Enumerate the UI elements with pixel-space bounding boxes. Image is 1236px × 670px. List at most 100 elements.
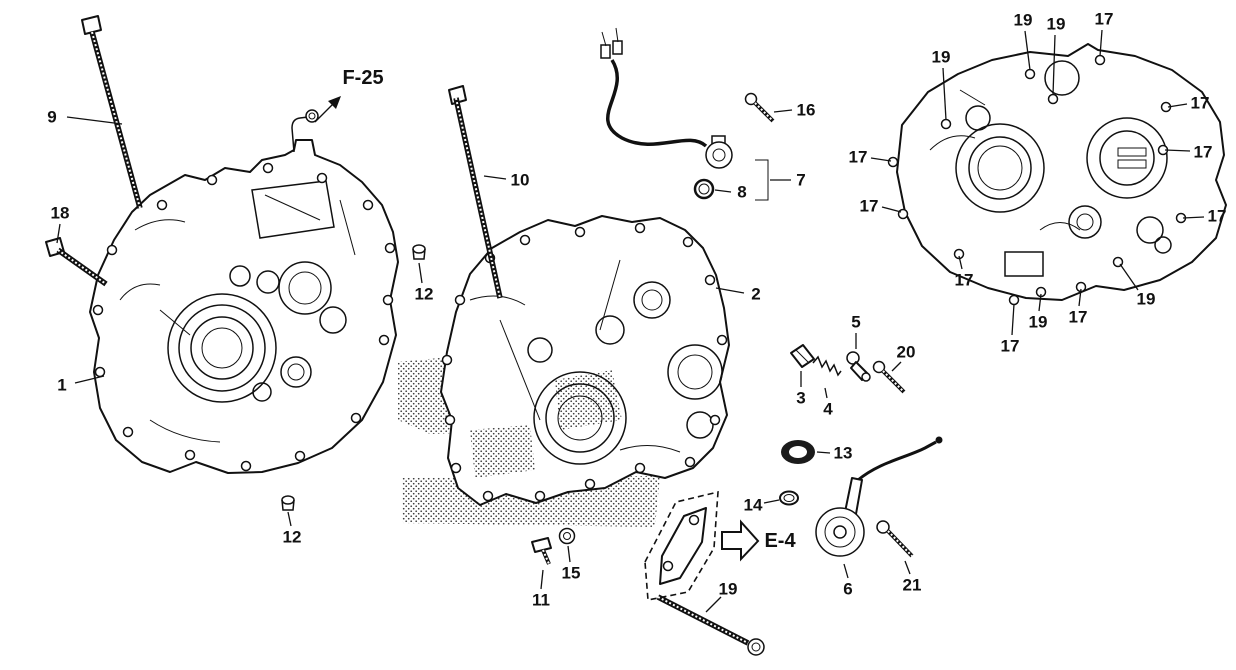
part-callout-17: 17 bbox=[849, 148, 868, 167]
shading-patch bbox=[470, 425, 535, 478]
casting-rib bbox=[1039, 222, 1081, 231]
leader-line-part-19 bbox=[1119, 263, 1139, 291]
part-callout-19: 19 bbox=[1047, 15, 1066, 34]
leader-line-part-4 bbox=[824, 387, 828, 399]
bolt-threads bbox=[455, 97, 501, 299]
reference-e4[interactable]: E-4 bbox=[721, 519, 796, 562]
bolt-threads bbox=[57, 249, 107, 285]
leader-line-part-16 bbox=[773, 109, 793, 113]
bolt-hole bbox=[378, 334, 390, 346]
boss bbox=[1076, 213, 1094, 231]
cover-pad bbox=[1004, 251, 1044, 277]
leader-line-part-8 bbox=[714, 189, 732, 193]
bolt-hole bbox=[294, 450, 306, 462]
leader-line-part-11 bbox=[540, 569, 544, 590]
bolt-head bbox=[81, 15, 102, 35]
bolt-threads bbox=[657, 596, 749, 644]
reference-block-arrow bbox=[721, 519, 760, 562]
leader-line-part-18 bbox=[56, 223, 61, 244]
part-callout-2: 2 bbox=[751, 285, 760, 304]
retainer-clip bbox=[1117, 147, 1147, 157]
leader-line-part-6 bbox=[843, 563, 849, 579]
boss bbox=[252, 382, 272, 402]
cable bbox=[857, 440, 937, 482]
bolt-hole bbox=[384, 242, 396, 254]
leader-line-part-17 bbox=[1182, 216, 1205, 219]
main-bearing-bore bbox=[557, 395, 603, 441]
boss bbox=[256, 270, 280, 294]
casting-rib bbox=[159, 309, 191, 336]
part-callout-13: 13 bbox=[834, 444, 853, 463]
cover-bore bbox=[1086, 117, 1168, 199]
bolt-hole bbox=[350, 412, 362, 424]
casting-rib bbox=[959, 89, 986, 106]
washer-14 bbox=[779, 490, 799, 506]
stud-bolt-19 bbox=[656, 594, 765, 656]
boss bbox=[527, 337, 553, 363]
washer-inner bbox=[783, 494, 795, 502]
bolt-threads bbox=[542, 549, 550, 565]
main-bearing-bore bbox=[167, 293, 277, 403]
bolt-head bbox=[876, 520, 890, 534]
leader-line-part-14 bbox=[763, 499, 780, 504]
part-callout-14: 14 bbox=[744, 496, 763, 515]
leader-line-part-17 bbox=[881, 206, 902, 213]
part-callout-17: 17 bbox=[955, 271, 974, 290]
bolt-hole bbox=[444, 414, 456, 426]
crankcase-cover-drawing bbox=[887, 43, 1227, 306]
part-callout-19: 19 bbox=[1014, 11, 1033, 30]
boss bbox=[641, 289, 663, 311]
bolt-hole bbox=[940, 118, 952, 130]
bolt-head bbox=[531, 537, 552, 553]
part-callout-17: 17 bbox=[1191, 94, 1210, 113]
leader-line-part-19 bbox=[1052, 34, 1056, 96]
bolt-hole bbox=[1047, 93, 1059, 105]
leader-line-part-13 bbox=[816, 451, 831, 454]
bolt-hole bbox=[1094, 54, 1106, 66]
bolt-hole bbox=[92, 304, 104, 316]
cover-bore bbox=[1099, 130, 1155, 186]
breather-pipe bbox=[291, 116, 309, 153]
bolt-threads bbox=[91, 31, 141, 209]
breather-pipe-end bbox=[305, 109, 319, 123]
casting-rib bbox=[619, 445, 681, 453]
bracket-hole bbox=[688, 514, 700, 526]
bolt-20 bbox=[872, 360, 906, 394]
boss bbox=[278, 261, 332, 315]
reference-f25[interactable]: F-25 bbox=[314, 67, 384, 123]
bolt-hole bbox=[184, 449, 196, 461]
part-callout-17: 17 bbox=[1194, 143, 1213, 162]
main-bearing-bore bbox=[190, 316, 254, 380]
washer-15 bbox=[558, 527, 576, 545]
bolt-hole bbox=[534, 490, 546, 502]
boss bbox=[229, 265, 251, 287]
part-callout-19: 19 bbox=[932, 48, 951, 67]
bolt-hole bbox=[584, 478, 596, 490]
part-callout-11: 11 bbox=[532, 591, 550, 610]
bolt-18 bbox=[45, 237, 108, 287]
bolt-hole bbox=[382, 294, 394, 306]
leader-line-part-20 bbox=[891, 361, 902, 372]
bolt-hole bbox=[94, 366, 106, 378]
bolt-hole bbox=[450, 462, 462, 474]
arm-roller bbox=[861, 372, 871, 382]
retainer-clip bbox=[1117, 159, 1147, 169]
leader-line-part-1 bbox=[74, 375, 105, 384]
reference-label-e4[interactable]: E-4 bbox=[764, 530, 796, 552]
bolt-hole bbox=[316, 172, 328, 184]
part-callout-16: 16 bbox=[797, 101, 816, 120]
part-callout-8: 8 bbox=[737, 183, 746, 202]
stud-bolt-9 bbox=[81, 15, 143, 209]
part-callout-20: 20 bbox=[897, 343, 916, 362]
breather-pipe-end-inner bbox=[308, 112, 316, 120]
boss bbox=[677, 354, 713, 390]
leader-line-part-17 bbox=[958, 255, 963, 270]
bracket-hole bbox=[662, 560, 674, 572]
boss bbox=[280, 356, 312, 388]
reference-label-f25[interactable]: F-25 bbox=[342, 67, 383, 89]
bolt-hole bbox=[634, 222, 646, 234]
o-ring-8 bbox=[693, 178, 715, 200]
leader-line-part-12 bbox=[418, 262, 423, 284]
bolt-hole bbox=[206, 174, 218, 186]
